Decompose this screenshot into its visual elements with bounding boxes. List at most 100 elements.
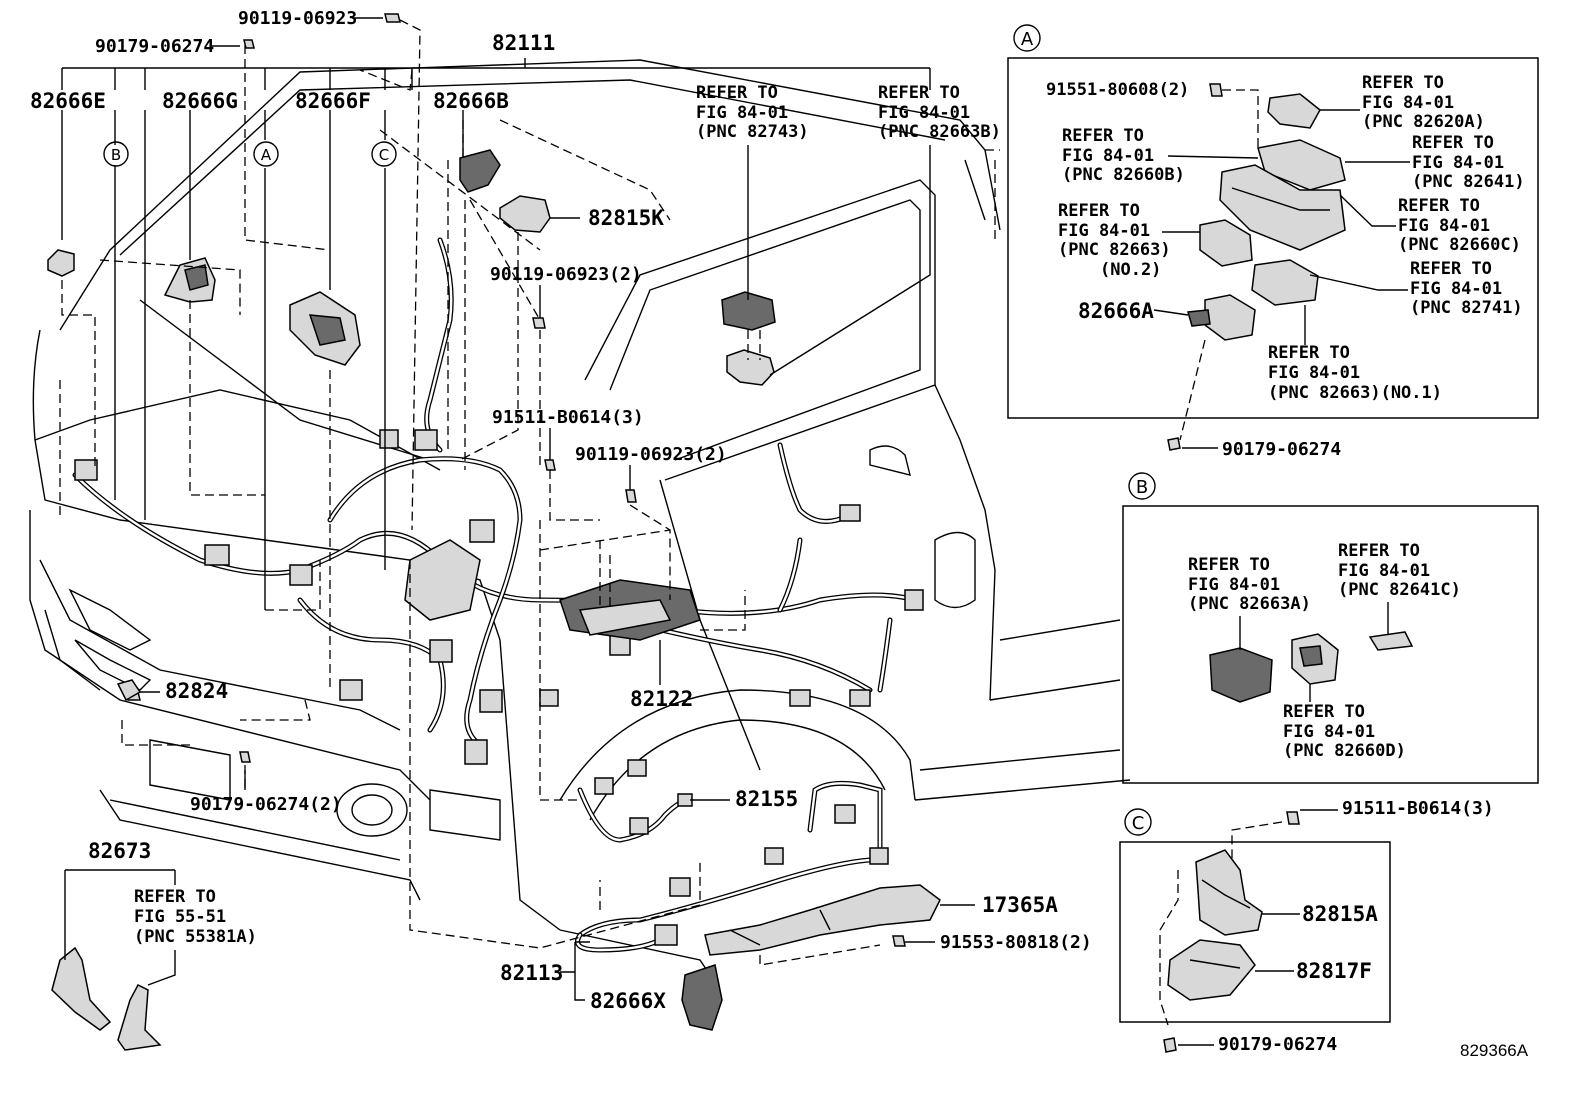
- svg-text:FIG 84-01: FIG 84-01: [878, 103, 970, 123]
- callout-82666b: 82666B: [433, 89, 509, 113]
- detail-marker-a: A: [253, 141, 279, 167]
- refer-note-82663b: REFER TO FIG 84-01 (PNC 82663B): [878, 83, 1001, 142]
- callout-90119-06923-2a: 90119-06923(2): [490, 264, 642, 285]
- inset-a-part: 82666A: [1078, 299, 1154, 323]
- callout-90119-06923-2b: 90119-06923(2): [575, 444, 727, 465]
- inset-a-ref-82663-no1: REFER TO FIG 84-01 (PNC 82663)(NO.1): [1268, 305, 1442, 403]
- vehicle-body: [29, 59, 1131, 976]
- bracket-82666b: [459, 149, 501, 193]
- svg-text:REFER TO: REFER TO: [1062, 126, 1144, 146]
- callout-17365a: 17365A: [982, 893, 1058, 917]
- svg-text:REFER TO: REFER TO: [1398, 196, 1480, 216]
- svg-text:(PNC 55381A): (PNC 55381A): [134, 927, 257, 947]
- diagram-id: 829366A: [1460, 1041, 1529, 1060]
- callout-82666x: 82666X: [590, 989, 666, 1013]
- callout-82666e: 82666E: [30, 89, 106, 113]
- inset-a-ref-82660b: REFER TO FIG 84-01 (PNC 82660B): [1062, 126, 1259, 185]
- svg-text:REFER TO: REFER TO: [1410, 259, 1492, 279]
- svg-text:(PNC 82663): (PNC 82663): [1058, 240, 1171, 260]
- relay-82743: [721, 291, 776, 386]
- svg-text:FIG 84-01: FIG 84-01: [1412, 153, 1504, 173]
- inset-b-ref-82641c: REFER TO FIG 84-01 (PNC 82641C): [1338, 541, 1461, 634]
- svg-text:REFER TO: REFER TO: [134, 887, 216, 907]
- callout-82815k: 82815K: [588, 206, 664, 230]
- svg-text:(PNC 82620A): (PNC 82620A): [1362, 112, 1485, 132]
- inset-b: B REFER TO FIG 84-01 (PNC 82663A) REFER …: [1122, 472, 1539, 784]
- harness-connectors: [74, 429, 924, 765]
- svg-text:A: A: [261, 146, 272, 164]
- callout-82155: 82155: [735, 787, 798, 811]
- svg-text:FIG 84-01: FIG 84-01: [1058, 221, 1150, 241]
- inset-a-ref-82741: REFER TO FIG 84-01 (PNC 82741): [1309, 259, 1523, 318]
- callout-91511-b0614: 91511-B0614(3): [492, 407, 644, 428]
- inset-b-marker: B: [1136, 477, 1148, 498]
- detail-marker-b: B: [103, 141, 129, 167]
- bolt-91553: [892, 935, 906, 947]
- svg-text:FIG 84-01: FIG 84-01: [1398, 216, 1490, 236]
- hood-relay-82666f: [289, 291, 361, 366]
- inset-c: C 91511-B0614(3) 82815A 82817F 90179-062…: [1119, 798, 1494, 1055]
- bolt-top: [124, 13, 637, 763]
- svg-text:REFER TO: REFER TO: [878, 83, 960, 103]
- svg-text:C: C: [379, 146, 389, 164]
- inset-c-bolt: 91511-B0614(3): [1342, 798, 1494, 819]
- hood-relay-82666g: [163, 257, 216, 303]
- callout-82666f: 82666F: [295, 89, 371, 113]
- bracket-82666x: [681, 964, 723, 1031]
- callout-82113: 82113: [500, 961, 563, 985]
- wire-harness-82111: [72, 237, 918, 748]
- callout-82824: 82824: [165, 679, 228, 703]
- svg-text:(PNC 82660B): (PNC 82660B): [1062, 165, 1185, 185]
- inset-c-part1: 82815A: [1302, 902, 1378, 926]
- inset-c-marker: C: [1132, 813, 1145, 834]
- svg-text:REFER TO: REFER TO: [1412, 133, 1494, 153]
- svg-text:REFER TO: REFER TO: [1058, 201, 1140, 221]
- svg-text:(PNC 82641): (PNC 82641): [1412, 172, 1525, 192]
- refer-note-82743: REFER TO FIG 84-01 (PNC 82743): [696, 83, 809, 142]
- callout-91553-80818: 91553-80818(2): [940, 932, 1092, 953]
- svg-text:FIG 84-01: FIG 84-01: [1362, 93, 1454, 113]
- inset-a-ref-82620a: REFER TO FIG 84-01 (PNC 82620A): [1320, 73, 1485, 132]
- inset-b-ref-82663a: REFER TO FIG 84-01 (PNC 82663A): [1188, 555, 1311, 650]
- svg-text:FIG 84-01: FIG 84-01: [1338, 561, 1430, 581]
- callout-82122: 82122: [630, 687, 693, 711]
- inset-a-ref-82663-no2: REFER TO FIG 84-01 (PNC 82663) (NO.2): [1058, 201, 1200, 280]
- svg-text:(PNC 82741): (PNC 82741): [1410, 298, 1523, 318]
- svg-text:(PNC 82743): (PNC 82743): [696, 122, 809, 142]
- bracket-82673: [51, 946, 162, 1051]
- detail-marker-c: C: [371, 141, 397, 167]
- svg-text:(PNC 82663)(NO.1): (PNC 82663)(NO.1): [1268, 383, 1442, 403]
- svg-text:(NO.2): (NO.2): [1100, 260, 1161, 280]
- svg-text:REFER TO: REFER TO: [696, 83, 778, 103]
- svg-text:REFER TO: REFER TO: [1283, 702, 1365, 722]
- svg-text:REFER TO: REFER TO: [1338, 541, 1420, 561]
- inset-a-ref-82660c: REFER TO FIG 84-01 (PNC 82660C): [1339, 194, 1521, 255]
- harness-82155: [577, 759, 693, 843]
- svg-text:FIG 84-01: FIG 84-01: [1268, 363, 1360, 383]
- svg-text:FIG 84-01: FIG 84-01: [1062, 146, 1154, 166]
- svg-text:REFER TO: REFER TO: [1362, 73, 1444, 93]
- inset-a-marker: A: [1021, 29, 1034, 50]
- protector-17365a: [704, 884, 941, 956]
- svg-text:FIG 84-01: FIG 84-01: [1410, 279, 1502, 299]
- inset-b-ref-82660d: REFER TO FIG 84-01 (PNC 82660D): [1283, 684, 1406, 761]
- bracket-82815k: [499, 195, 551, 233]
- svg-text:FIG 84-01: FIG 84-01: [696, 103, 788, 123]
- svg-text:FIG 55-51: FIG 55-51: [134, 907, 226, 927]
- svg-text:REFER TO: REFER TO: [1188, 555, 1270, 575]
- svg-text:(PNC 82660D): (PNC 82660D): [1283, 741, 1406, 761]
- inset-a-bolt: 91551-80608(2): [1046, 80, 1189, 100]
- callout-90179-06274: 90179-06274: [95, 36, 214, 57]
- callout-82673: 82673: [88, 839, 151, 863]
- callout-82666g: 82666G: [162, 89, 238, 113]
- svg-text:(PNC 82663B): (PNC 82663B): [878, 122, 1001, 142]
- main-callouts: 90119-06923 90179-06274 82111 82666E 826…: [30, 8, 1092, 1013]
- svg-text:FIG 84-01: FIG 84-01: [1188, 575, 1280, 595]
- callout-90179-06274-2: 90179-06274(2): [190, 794, 342, 815]
- inset-a: A 91551-80608(2) 82666A REFER TO FIG 84-…: [1007, 24, 1539, 460]
- inset-c-clip: 90179-06274: [1218, 1034, 1337, 1055]
- clip-82666e: [47, 249, 75, 277]
- main-leader-lines: [59, 19, 975, 1001]
- svg-text:(PNC 82641C): (PNC 82641C): [1338, 580, 1461, 600]
- callout-82111: 82111: [492, 31, 555, 55]
